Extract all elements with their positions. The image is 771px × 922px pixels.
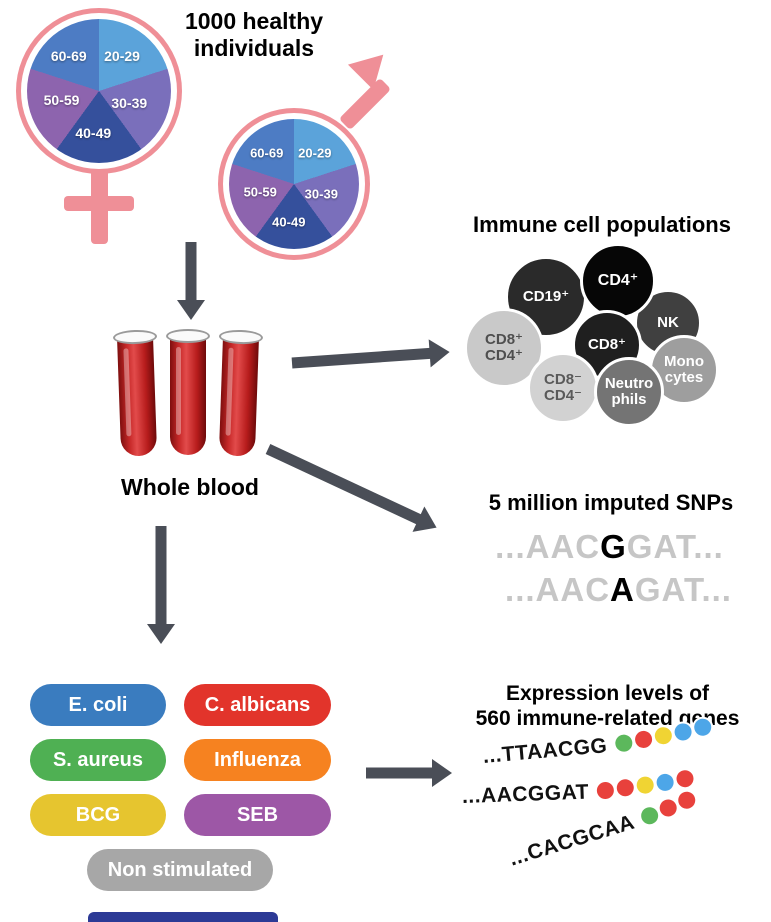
snp-prefix: ...AAC [495, 528, 601, 565]
bead [653, 726, 673, 745]
bead [638, 804, 660, 826]
read-sequence: ...AACGGAT [461, 780, 590, 808]
snp-read-alt: ...AACAGAT... [461, 569, 771, 612]
snp-prefix: ...AAC [505, 570, 611, 608]
stimulus-calbicans: C. albicans [184, 684, 331, 726]
bead [693, 717, 712, 736]
bead [634, 729, 653, 749]
snp-variant-allele: A [610, 570, 635, 608]
female-age-pie: 20-29 30-39 40-49 50-59 60-69 [27, 19, 171, 163]
male-symbol-arrow-shaft [338, 77, 392, 131]
snps-title: 5 million imputed SNPs [488, 490, 734, 515]
cell-cd4pos: CD4⁺ [580, 243, 656, 319]
arrow-blood-to-cells [291, 337, 451, 378]
pie-label-40-49: 40-49 [272, 214, 306, 230]
cell-cd8neg-cd4neg: CD8⁻ CD4⁻ [527, 352, 599, 424]
stimulus-ecoli: E. coli [30, 684, 166, 726]
bead [614, 733, 633, 752]
snp-read-ref: ...AACGGAT... [452, 526, 767, 569]
bead [676, 769, 694, 787]
tube-blood [218, 337, 259, 457]
arrow-cohort-to-blood [176, 242, 206, 320]
expression-read-1: ...TTAACGG [481, 717, 713, 769]
stimulus-saureus: S. aureus [30, 739, 166, 781]
cutoff-bar [88, 912, 278, 922]
pie-label-30-39: 30-39 [304, 186, 338, 202]
blood-tube [165, 329, 211, 457]
bead [616, 778, 635, 797]
tube-gloss [176, 347, 181, 435]
female-ring: 20-29 30-39 40-49 50-59 60-69 [16, 8, 182, 174]
bead [656, 773, 674, 791]
stimulus-bcg: BCG [30, 794, 166, 836]
blood-tube [214, 329, 264, 459]
blood-tube [112, 329, 162, 459]
female-symbol-crossbar [64, 196, 134, 211]
cell-cd8pos-cd4pos: CD8⁺ CD4⁺ [464, 308, 544, 388]
male-symbol-icon: 20-29 30-39 40-49 50-59 60-69 [218, 41, 408, 264]
bead [636, 775, 655, 794]
tube-blood [170, 337, 206, 455]
pie-label-50-59: 50-59 [43, 91, 80, 108]
arrow-blood-to-stimuli [146, 526, 176, 644]
cell-neutrophils: Neutro phils [594, 357, 664, 427]
read-sequence: ...CACGCAA [506, 810, 638, 871]
expression-title: Expression levels of 560 immune-related … [475, 682, 740, 730]
male-ring: 20-29 30-39 40-49 50-59 60-69 [218, 108, 370, 260]
pie-label-20-29: 20-29 [298, 145, 332, 161]
snp-variant-allele: G [600, 528, 627, 565]
stimulus-nonstimulated: Non stimulated [87, 849, 273, 891]
cohort-title: 1000 healthy individuals [184, 8, 324, 62]
male-age-pie: 20-29 30-39 40-49 50-59 60-69 [229, 119, 359, 249]
arrow-stimuli-to-expression [366, 758, 452, 788]
bead [596, 781, 615, 799]
pie-label-20-29: 20-29 [104, 48, 140, 65]
pie-label-60-69: 60-69 [50, 48, 87, 65]
pie-label-50-59: 50-59 [243, 184, 277, 200]
pie-label-60-69: 60-69 [250, 145, 284, 161]
whole-blood-label: Whole blood [121, 474, 259, 500]
stimulus-seb: SEB [184, 794, 331, 836]
female-symbol-icon: 20-29 30-39 40-49 50-59 60-69 [16, 8, 186, 250]
snp-suffix: GAT... [626, 528, 724, 565]
pie-label-30-39: 30-39 [111, 94, 148, 111]
bead [673, 722, 693, 741]
stimulus-influenza: Influenza [184, 739, 331, 781]
immune-cells-title: Immune cell populations [473, 212, 731, 237]
male-symbol-arrow-head [347, 41, 397, 91]
read-sequence: ...TTAACGG [481, 734, 609, 768]
snp-sequences: ...AACGGAT... ...AACAGAT... [452, 526, 767, 612]
tube-rim [166, 329, 210, 343]
snp-suffix: GAT... [634, 570, 732, 608]
pie-label-40-49: 40-49 [75, 124, 112, 141]
